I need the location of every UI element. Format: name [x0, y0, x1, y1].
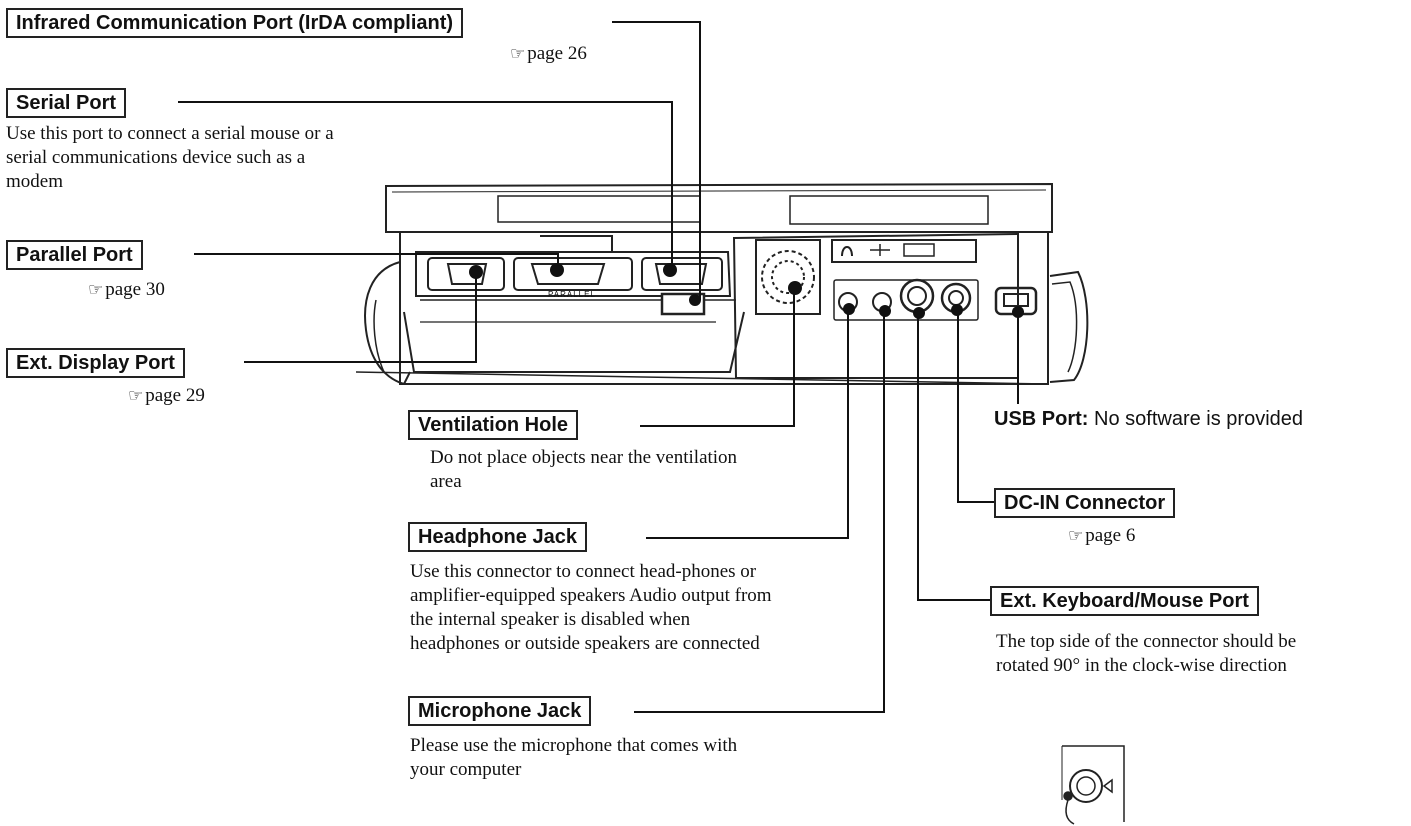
headphone-description: Use this connector to connect head-phone…	[410, 560, 780, 656]
usb-port-label: USB Port:	[994, 408, 1088, 430]
ventilation-description: Do not place objects near the ventilatio…	[430, 446, 760, 494]
parallel-page-ref: ☞page 30	[88, 278, 165, 302]
headphone-jack-label: Headphone Jack	[408, 522, 587, 552]
microphone-description: Please use the microphone that comes wit…	[410, 734, 740, 782]
serial-port-label: Serial Port	[6, 88, 126, 118]
dc-in-page-ref: ☞page 6	[1068, 524, 1135, 548]
ext-display-port-label: Ext. Display Port	[6, 348, 185, 378]
pointing-hand-icon: ☞	[1068, 526, 1083, 546]
pointing-hand-icon: ☞	[510, 44, 525, 64]
usb-port-callout: USB Port: No software is provided	[994, 408, 1303, 431]
microphone-jack-label: Microphone Jack	[408, 696, 591, 726]
infrared-page-ref: ☞page 26	[510, 42, 587, 66]
infrared-port-label: Infrared Communication Port (IrDA compli…	[6, 8, 463, 38]
serial-port-description: Use this port to connect a serial mouse …	[6, 122, 356, 194]
parallel-port-label: Parallel Port	[6, 240, 143, 270]
dc-in-connector-label: DC-IN Connector	[994, 488, 1175, 518]
pointing-hand-icon: ☞	[128, 386, 143, 406]
ext-display-page-ref: ☞page 29	[128, 384, 205, 408]
parallel-panel-text: PARALLEL	[548, 290, 596, 299]
usb-port-description: No software is provided	[1094, 408, 1303, 430]
pointing-hand-icon: ☞	[88, 280, 103, 300]
ventilation-hole-label: Ventilation Hole	[408, 410, 578, 440]
keyboard-mouse-port-label: Ext. Keyboard/Mouse Port	[990, 586, 1259, 616]
keyboard-mouse-description: The top side of the connector should be …	[996, 630, 1336, 678]
